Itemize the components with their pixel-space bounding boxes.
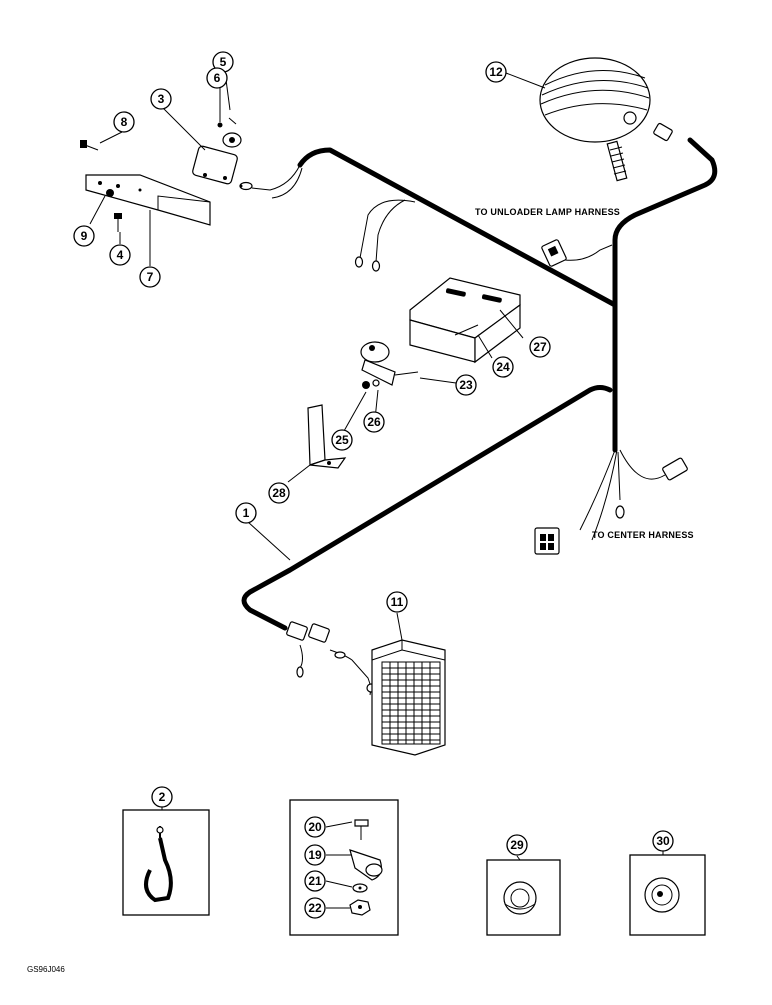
callout-1: 1 [235,502,257,524]
callout-21: 21 [304,870,326,892]
svg-text:2: 2 [159,790,166,804]
limit-switch [360,341,419,386]
note-unloader-lamp-harness: TO UNLOADER LAMP HARNESS [475,207,620,217]
callout-8: 8 [113,111,135,133]
svg-text:27: 27 [533,340,547,354]
mounting-bracket [85,174,211,226]
detail-box-2 [122,809,210,916]
svg-text:6: 6 [214,71,221,85]
svg-text:9: 9 [81,229,88,243]
unloader-connector [541,239,613,267]
work-lamp [539,57,673,182]
callout-19: 19 [304,844,326,866]
svg-text:5: 5 [220,55,227,69]
main-harness [241,137,718,631]
callout-9: 9 [73,225,95,247]
bolt-4 [114,213,122,232]
detail-box-30 [629,854,706,936]
svg-text:7: 7 [147,270,154,284]
svg-text:3: 3 [158,92,165,106]
callout-24: 24 [492,356,514,378]
tail-lamp-connectors [286,621,376,696]
callout-30: 30 [652,830,674,852]
callout-28: 28 [268,482,290,504]
washer-26 [372,379,380,387]
screw-24 [454,324,479,336]
svg-text:22: 22 [308,901,322,915]
callout-leaders [89,71,664,909]
detail-box-hardware [289,799,399,936]
ground-lead [354,199,416,272]
figure-id: GS96J046 [27,965,65,974]
callout-6: 6 [206,67,228,89]
svg-text:11: 11 [391,595,404,609]
tail-lamp [371,639,446,756]
svg-text:12: 12 [489,65,503,79]
svg-text:25: 25 [335,433,349,447]
callout-20: 20 [304,816,326,838]
angle-bracket [307,404,347,469]
svg-text:21: 21 [308,874,322,888]
svg-text:29: 29 [510,838,524,852]
callout-22: 22 [304,897,326,919]
svg-text:20: 20 [308,820,322,834]
svg-text:8: 8 [121,115,128,129]
svg-text:24: 24 [496,360,510,374]
svg-text:28: 28 [272,486,286,500]
callout-2: 2 [151,786,173,808]
svg-text:4: 4 [117,248,124,262]
svg-text:30: 30 [656,834,670,848]
svg-text:19: 19 [308,848,322,862]
callout-7: 7 [139,266,161,288]
callouts: 1 2 3 4 5 6 7 8 9 11 12 19 20 21 22 23 2… [73,51,674,919]
switch-leads [239,164,303,199]
callout-11: 11 [386,591,408,613]
bolt-8 [80,140,99,151]
callout-3: 3 [150,88,172,110]
callout-25: 25 [331,429,353,451]
nut-25 [362,381,370,389]
switch-bracket [409,277,521,364]
svg-text:26: 26 [367,415,381,429]
tail-lamp-lens [382,662,440,744]
center-harness-leads [534,449,688,555]
svg-text:23: 23 [459,378,473,392]
callout-23: 23 [455,374,477,396]
note-center-harness: TO CENTER HARNESS [592,530,694,540]
detail-box-29 [486,859,561,936]
callout-12: 12 [485,61,507,83]
callout-4: 4 [109,244,131,266]
callout-27: 27 [529,336,551,358]
callout-29: 29 [506,834,528,856]
svg-text:1: 1 [243,506,250,520]
switch [192,117,242,185]
callout-26: 26 [363,411,385,433]
